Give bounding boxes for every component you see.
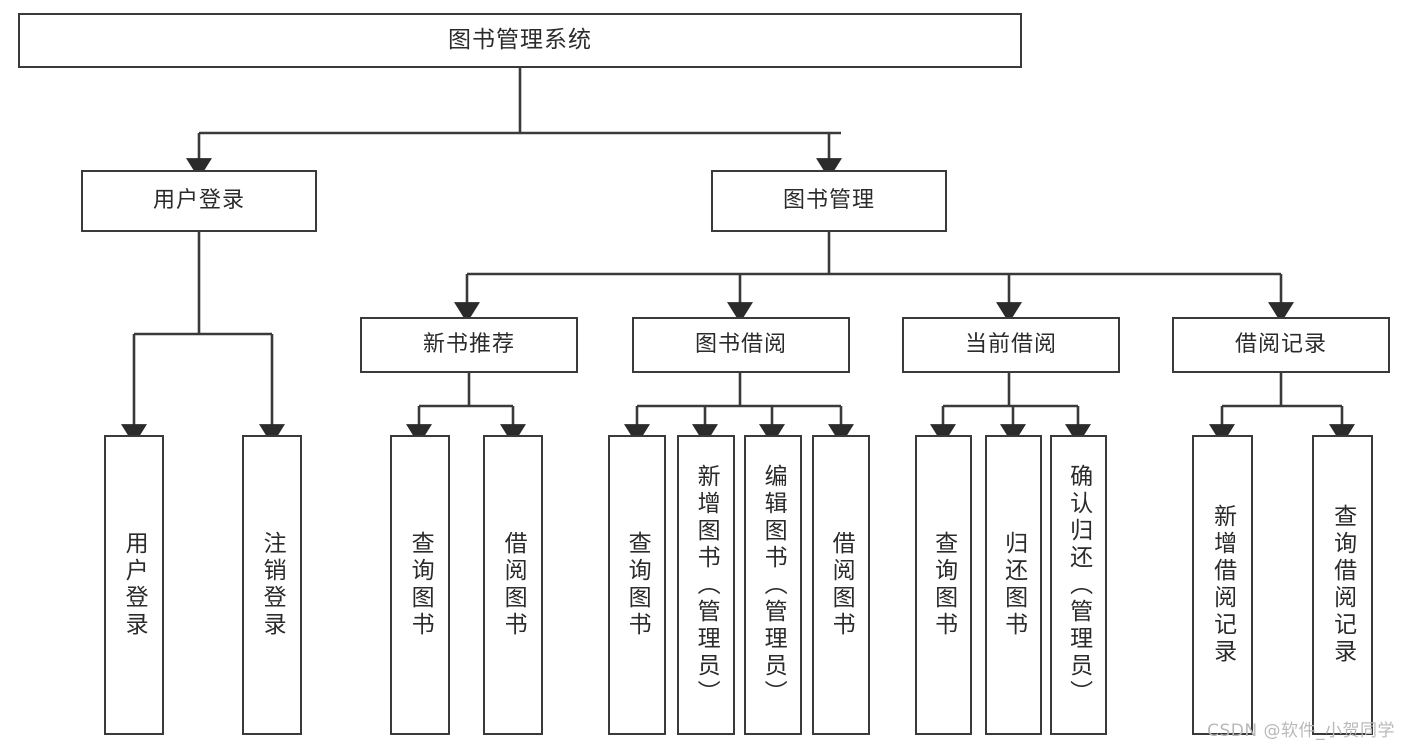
leaf-bb-query-book-label: 查询图书 [624,531,651,639]
leaf-cb-confirm-return-label: 确认归还（管理员） [1065,463,1092,707]
node-user-login[interactable]: 用户登录 [81,170,317,232]
node-root[interactable]: 图书管理系统 [18,13,1022,68]
node-borrow-record-label: 借阅记录 [1234,332,1327,358]
leaf-cb-return-book-label: 归还图书 [1000,531,1027,639]
leaf-cb-query-book[interactable]: 查询图书 [915,435,972,735]
watermark-text: CSDN @软件_小贺同学 [1207,721,1395,741]
leaf-nb-query-book-label: 查询图书 [407,531,434,639]
leaf-bb-borrow-book-label: 借阅图书 [828,531,855,639]
node-user-login-label: 用户登录 [152,188,245,214]
leaf-cb-return-book[interactable]: 归还图书 [985,435,1042,735]
leaf-br-query-record[interactable]: 查询借阅记录 [1312,435,1373,735]
node-current-borrow[interactable]: 当前借阅 [902,317,1120,373]
leaf-nb-borrow-book-label: 借阅图书 [500,531,527,639]
node-root-label: 图书管理系统 [448,27,592,54]
leaf-nb-borrow-book[interactable]: 借阅图书 [483,435,543,735]
leaf-br-add-record-label: 新增借阅记录 [1209,504,1236,666]
leaf-logout-label: 注销登录 [259,531,286,639]
leaf-br-add-record[interactable]: 新增借阅记录 [1192,435,1253,735]
leaf-bb-add-book-label: 新增图书（管理员） [693,463,720,707]
node-borrow-record[interactable]: 借阅记录 [1172,317,1390,373]
node-book-borrow[interactable]: 图书借阅 [632,317,850,373]
node-current-borrow-label: 当前借阅 [964,332,1057,358]
leaf-user-login-label: 用户登录 [121,531,148,639]
leaf-bb-add-book[interactable]: 新增图书（管理员） [677,435,735,735]
node-book-borrow-label: 图书借阅 [694,332,787,358]
leaf-logout[interactable]: 注销登录 [242,435,302,735]
node-book-management-label: 图书管理 [782,188,875,214]
leaf-cb-confirm-return[interactable]: 确认归还（管理员） [1050,435,1107,735]
node-book-management[interactable]: 图书管理 [711,170,947,232]
leaf-br-query-record-label: 查询借阅记录 [1329,504,1356,666]
node-new-book-recommend[interactable]: 新书推荐 [360,317,578,373]
leaf-bb-borrow-book[interactable]: 借阅图书 [812,435,870,735]
leaf-cb-query-book-label: 查询图书 [930,531,957,639]
leaf-user-login[interactable]: 用户登录 [104,435,164,735]
leaf-bb-edit-book[interactable]: 编辑图书（管理员） [744,435,802,735]
leaf-nb-query-book[interactable]: 查询图书 [390,435,450,735]
leaf-bb-edit-book-label: 编辑图书（管理员） [760,463,787,707]
node-new-book-recommend-label: 新书推荐 [422,332,515,358]
leaf-bb-query-book[interactable]: 查询图书 [608,435,666,735]
